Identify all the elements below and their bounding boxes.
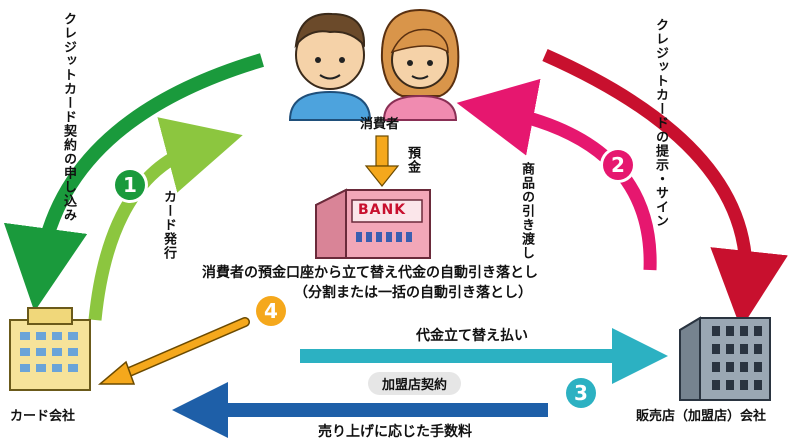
consumers-illustration <box>288 8 460 121</box>
present-sign-arrow <box>542 49 788 329</box>
deposit-label: 預金 <box>404 146 420 174</box>
merchant-label: 販売店（加盟店）会社 <box>636 409 767 424</box>
card-issue-arrow <box>88 117 243 321</box>
deposit-arrow <box>364 135 400 187</box>
bank-sign: BANK <box>358 202 407 218</box>
card-company-building <box>9 307 91 391</box>
card-issue-label: カード発行 <box>160 190 176 260</box>
auto-debit-label: 消費者の預金口座から立て替え代金の自動引き落とし <box>202 265 538 281</box>
merchant-contract-badge: 加盟店契約 <box>368 372 462 395</box>
auto-debit-arrow <box>97 317 250 385</box>
goods-delivery-label: 商品の引き渡し <box>518 162 534 260</box>
consumer-label: 消費者 <box>360 117 400 132</box>
merchant-building <box>679 316 771 401</box>
card-company-label: カード会社 <box>10 409 76 424</box>
present-sign-label: クレジットカードの提示・サイン <box>652 18 668 228</box>
bank-building <box>315 188 431 259</box>
auto-debit-sub-label: （分割または一括の自動引き落とし） <box>294 285 532 301</box>
application-label: クレジットカード契約の申し込み <box>60 12 76 222</box>
application-arrow <box>3 53 264 312</box>
step-2-badge: 2 <box>603 150 633 180</box>
fee-label: 売り上げに応じた手数料 <box>318 424 472 440</box>
step-1-badge: 1 <box>115 170 145 200</box>
step-4-badge: 4 <box>256 296 286 326</box>
advance-payment-label: 代金立て替え払い <box>416 328 528 344</box>
step-3-badge: 3 <box>566 378 596 408</box>
